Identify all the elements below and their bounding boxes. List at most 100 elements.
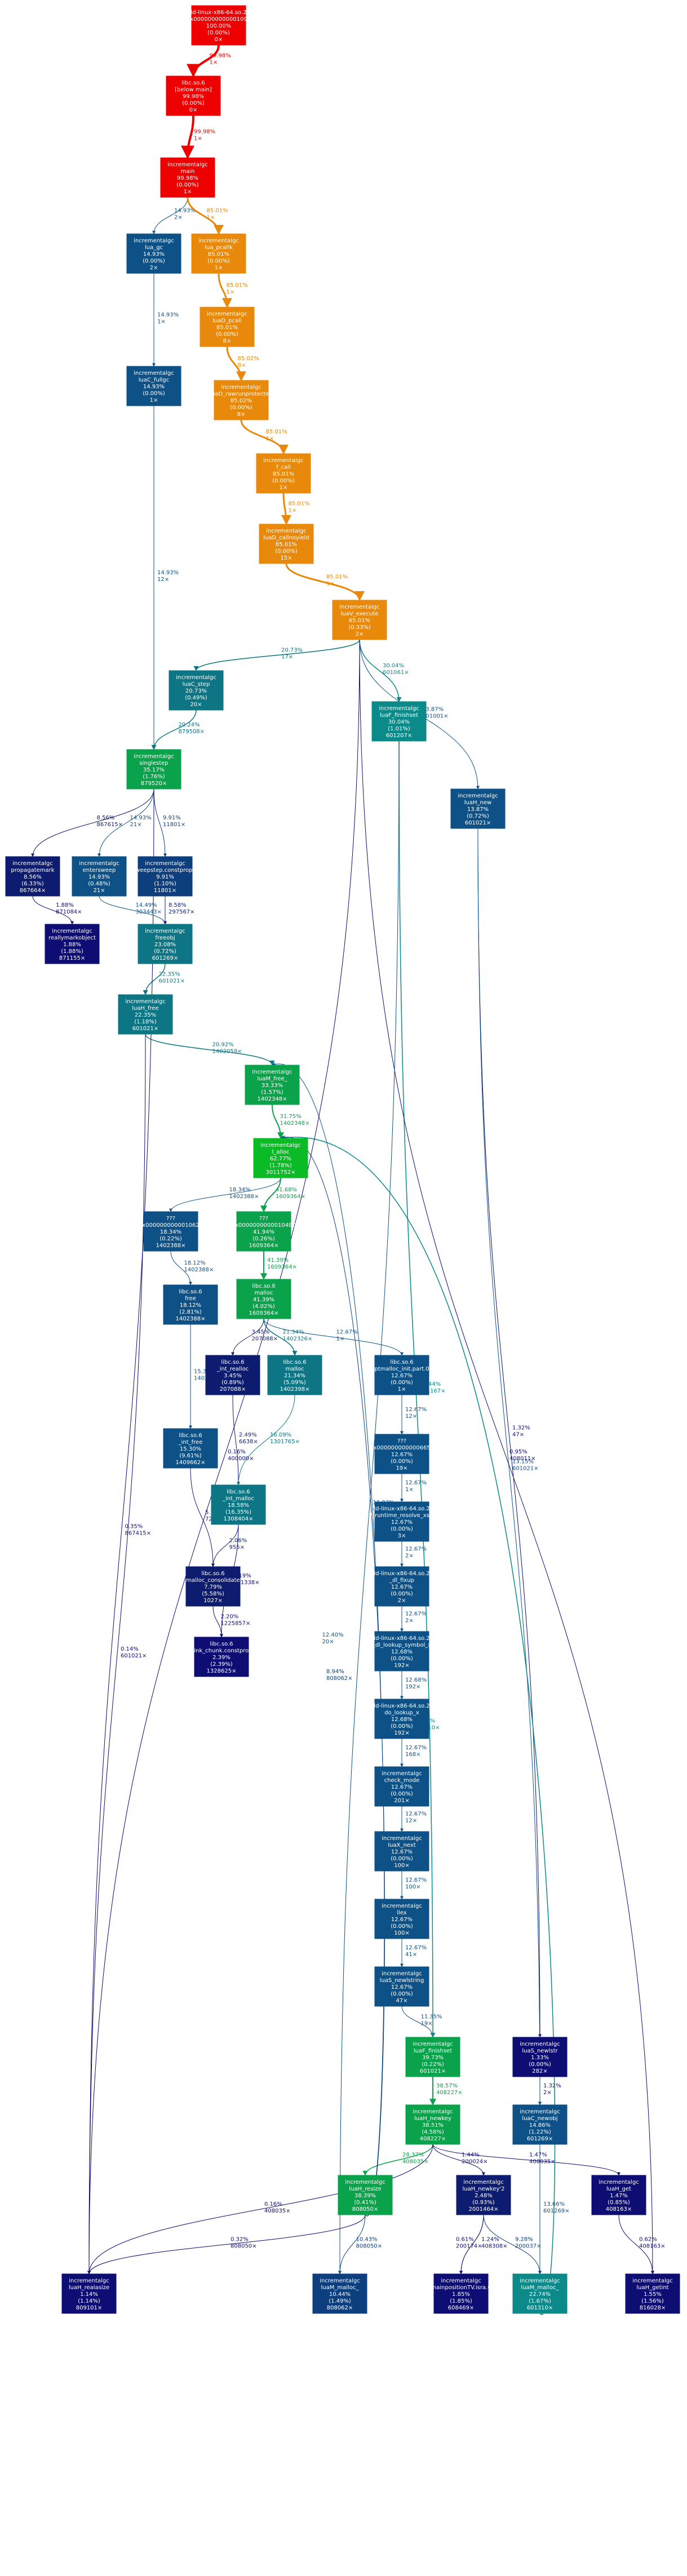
node-n_dl_runtime[interactable]: ld-linux-x86-64.so.2_dl_runtime_resolve_…	[364, 1501, 440, 1542]
node-n_luaF_finishset2[interactable]: incrementalgcluaF_finishset39.73%(0.22%)…	[405, 2037, 460, 2077]
node-n_luaF_finishset[interactable]: incrementalgcluaF_finishset30.04%(1.01%)…	[371, 701, 427, 742]
node-box[interactable]	[374, 1355, 429, 1395]
node-n_mainposition[interactable]: incrementalgcmainpositionTV.isra.01.85%(…	[431, 2273, 491, 2314]
node-box[interactable]	[138, 856, 193, 897]
node-n_reallymarkobject[interactable]: incrementalgcreallymarkobject1.88%(1.88%…	[45, 924, 100, 964]
node-box[interactable]	[512, 2037, 568, 2077]
node-box[interactable]	[591, 2175, 646, 2215]
node-box[interactable]	[194, 1637, 249, 1677]
node-box[interactable]	[405, 2037, 460, 2077]
node-box[interactable]	[160, 157, 215, 198]
node-n_luaS_newlstring[interactable]: incrementalgcluaS_newlstring12.67%(0.00%…	[374, 1966, 429, 2007]
node-box[interactable]	[191, 233, 246, 274]
node-box[interactable]	[72, 856, 127, 897]
node-box[interactable]	[205, 1355, 260, 1395]
node-box[interactable]	[163, 1428, 218, 1469]
node-box[interactable]	[450, 788, 506, 829]
node-n_luaM_malloc2[interactable]: incrementalgcluaM_malloc_22.74%(1.67%)60…	[512, 2273, 568, 2314]
node-box[interactable]	[512, 2104, 568, 2145]
node-box[interactable]	[625, 2273, 680, 2314]
node-n_luaH_newkey2[interactable]: incrementalgcluaH_newkey'22.48%(0.93%)20…	[456, 2175, 511, 2215]
node-box[interactable]	[118, 994, 173, 1035]
node-box[interactable]	[169, 670, 224, 711]
node-box[interactable]	[374, 1501, 429, 1542]
node-n_dl_lookup[interactable]: ld-linux-x86-64.so.2_dl_lookup_symbol_x1…	[372, 1631, 431, 1671]
node-box[interactable]	[236, 1211, 291, 1252]
node-box[interactable]	[456, 2175, 511, 2215]
node-box[interactable]	[267, 1355, 322, 1395]
node-n_propagatemark[interactable]: incrementalgcpropagatemark8.56%(6.33%)86…	[5, 856, 60, 897]
node-box[interactable]	[245, 1065, 300, 1105]
node-n_luaS_newlstr2[interactable]: incrementalgcluaS_newlstr1.33%(0.00%)282…	[512, 2037, 568, 2077]
node-n_unlink_chunk[interactable]: libc.so.6unlink_chunk.constprop.02.39%(2…	[185, 1637, 258, 1677]
node-box[interactable]	[45, 924, 100, 964]
node-n_q10620[interactable]: ???0x000000000001062018.34%(0.22%)140238…	[139, 1211, 203, 1252]
node-box[interactable]	[5, 856, 60, 897]
node-n_ld[interactable]: ld-linux-x86-64.so.20x000000000000109010…	[187, 5, 251, 46]
node-n_luaH_free[interactable]: incrementalgcluaH_free22.35%(1.18%)60102…	[118, 994, 173, 1035]
node-box[interactable]	[163, 1284, 218, 1325]
node-box[interactable]	[126, 749, 181, 790]
node-box[interactable]	[259, 524, 314, 564]
node-n_luaH_realasize[interactable]: incrementalgcluaH_realasize1.14%(1.14%)8…	[61, 2273, 117, 2314]
node-box[interactable]	[512, 2273, 568, 2314]
node-n_luaH_newkey[interactable]: incrementalgcluaH_newkey38.51%(4.58%)408…	[405, 2104, 460, 2145]
node-n_libc_main[interactable]: libc.so.6[below main]99.98%(0.00%)0×	[166, 76, 221, 116]
node-n_int_malloc[interactable]: libc.so.6_int_malloc18.58%(16.35%)130840…	[211, 1484, 266, 1525]
node-box[interactable]	[61, 2273, 117, 2314]
node-box[interactable]	[143, 1211, 198, 1252]
node-box[interactable]	[374, 1434, 429, 1474]
node-box[interactable]	[374, 1699, 429, 1739]
node-box[interactable]	[166, 76, 221, 116]
node-n_sweepstep[interactable]: incrementalgcsweepstep.constprop.09.91%(…	[132, 856, 198, 897]
node-n_luaC_newobj[interactable]: incrementalgcluaC_newobj14.86%(1.22%)601…	[512, 2104, 568, 2145]
node-n_malloc_consolidate[interactable]: libc.so.6malloc_consolidate7.79%(5.58%)1…	[185, 1566, 241, 1607]
node-n_luaM_malloc[interactable]: incrementalgcluaM_malloc_10.44%(1.49%)80…	[312, 2273, 367, 2314]
node-box[interactable]	[338, 2175, 393, 2215]
node-n_ptmalloc[interactable]: libc.so.6ptmalloc_init.part.012.67%(0.00…	[374, 1355, 429, 1395]
node-n_do_lookup[interactable]: ld-linux-x86-64.so.2do_lookup_x12.68%(0.…	[374, 1699, 430, 1739]
node-box[interactable]	[374, 1899, 429, 1939]
node-box[interactable]	[371, 701, 427, 742]
node-box[interactable]	[126, 233, 181, 274]
node-box[interactable]	[312, 2273, 367, 2314]
node-n_singlestep[interactable]: incrementalgcsinglestep35.17%(1.76%)8795…	[126, 749, 181, 790]
node-box[interactable]	[191, 5, 246, 46]
node-n_luaD_callnoyield[interactable]: incrementalgcluaD_callnoyield85.01%(0.00…	[259, 524, 314, 564]
node-box[interactable]	[374, 1831, 429, 1872]
node-n_luaM_free[interactable]: incrementalgcluaM_free_33.33%(1.57%)1402…	[245, 1065, 300, 1105]
node-box[interactable]	[256, 453, 311, 494]
node-box[interactable]	[433, 2273, 489, 2314]
node-n_dl_fixup[interactable]: ld-linux-x86-64.so.2_dl_fixup12.67%(0.00…	[374, 1566, 430, 1607]
node-n_luaH_getint[interactable]: incrementalgcluaH_getint1.55%(1.56%)8160…	[625, 2273, 680, 2314]
node-box[interactable]	[185, 1566, 241, 1607]
node-n_luaH_new[interactable]: incrementalgcluaH_new13.87%(0.72%)601021…	[450, 788, 506, 829]
node-box[interactable]	[214, 380, 269, 420]
node-box[interactable]	[374, 1966, 429, 2007]
node-box[interactable]	[200, 307, 255, 347]
node-box[interactable]	[126, 366, 181, 406]
node-n_luaH_resize[interactable]: incrementalgcluaH_resize38.39%(0.41%)808…	[338, 2175, 393, 2215]
node-box[interactable]	[405, 2104, 460, 2145]
node-box[interactable]	[374, 1631, 429, 1671]
node-n_q10480[interactable]: ???0x00000000000104B041.94%(0.26%)160936…	[232, 1211, 296, 1252]
node-n_l_alloc[interactable]: incrementalgcl_alloc62.77%(1.78%)3011752…	[253, 1138, 308, 1178]
